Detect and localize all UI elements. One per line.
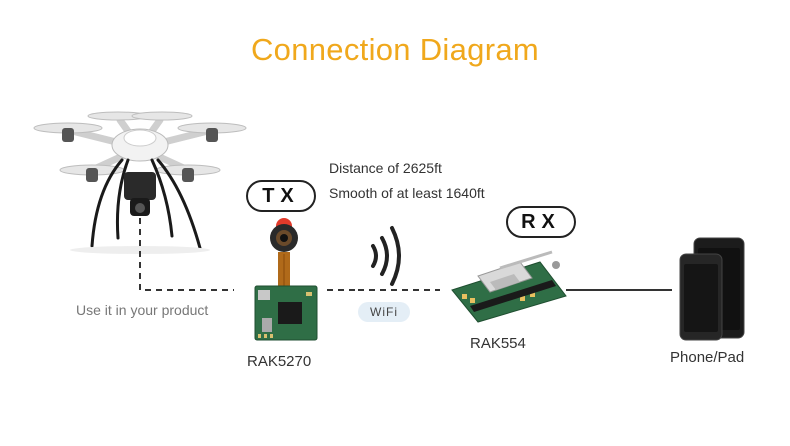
wifi-signal-icon (371, 226, 401, 286)
tx-board-label: RAK5270 (247, 353, 312, 370)
phone-pad-image (679, 237, 745, 341)
drone-to-tx-link (139, 218, 234, 291)
device-label: Phone/Pad (670, 349, 745, 366)
smooth-text: Smooth of at least 1640ft (329, 185, 485, 201)
wifi-badge: WiFi (358, 302, 410, 322)
rak5270-board-image (254, 218, 318, 341)
drone-image (33, 111, 247, 254)
product-note: Use it in your product (76, 302, 209, 318)
rx-badge: RX (506, 206, 576, 238)
rak554-board-image (451, 250, 567, 323)
page-title: Connection Diagram (251, 32, 539, 67)
distance-text: Distance of 2625ft (329, 160, 442, 176)
rx-board-label: RAK554 (470, 335, 526, 352)
tx-badge: TX (246, 180, 316, 212)
